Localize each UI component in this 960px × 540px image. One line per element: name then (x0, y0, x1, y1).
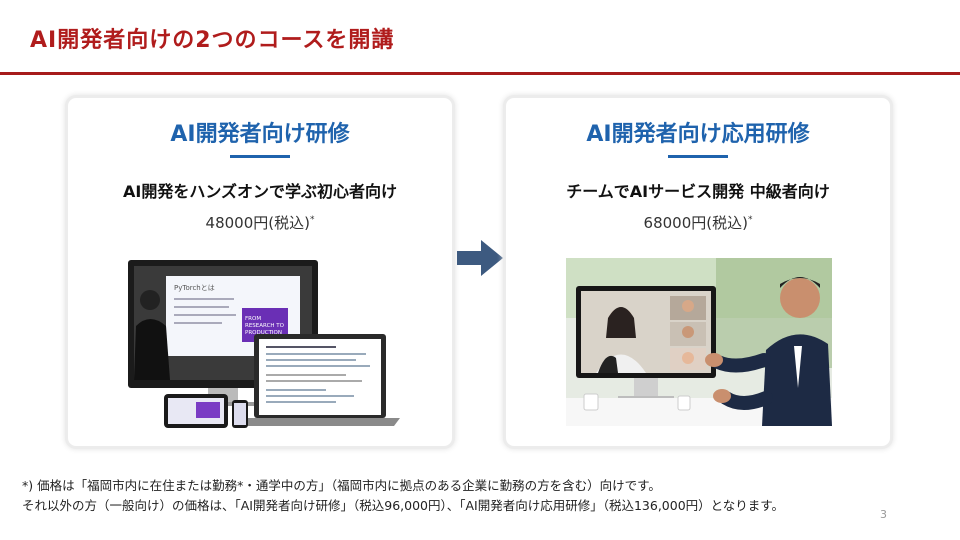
price-value: 68000円(税込) (643, 214, 748, 232)
page-title: AI開発者向けの2つのコースを開講 (30, 28, 395, 53)
course-price: 48000円(税込)* (68, 212, 452, 233)
slide-title: PyTorchとは (174, 284, 215, 292)
course-price: 68000円(税込)* (506, 212, 890, 233)
footnote-line-1: *) 価格は「福岡市内に在住または勤務*・通学中の方」（福岡市内に拠点のある企業… (22, 478, 661, 493)
course-card-advanced: AI開発者向け応用研修 チームでAIサービス開発 中級者向け 68000円(税込… (506, 98, 890, 446)
video-meeting-image (566, 258, 832, 426)
course-subtitle: チームでAIサービス開発 中級者向け (566, 182, 830, 201)
price-value: 48000円(税込) (205, 214, 310, 232)
footnote: *) 価格は「福岡市内に在住または勤務*・通学中の方」（福岡市内に拠点のある企業… (22, 476, 784, 516)
svg-text:PRODUCTION: PRODUCTION (245, 330, 282, 336)
devices-image: PyTorchとは FROM RESEARCH TO PRODUCTION (128, 260, 400, 428)
course-title: AI開発者向け研修 (170, 122, 350, 147)
svg-text:RESEARCH TO: RESEARCH TO (245, 323, 285, 329)
title-underline (230, 155, 290, 158)
footnote-line-2: それ以外の方（一般向け）の価格は、「AI開発者向け研修」（税込96,000円）、… (22, 498, 785, 513)
svg-text:FROM: FROM (245, 316, 261, 322)
course-card-basic: AI開発者向け研修 AI開発をハンズオンで学ぶ初心者向け 48000円(税込)*… (68, 98, 452, 446)
course-title: AI開発者向け応用研修 (586, 122, 810, 147)
title-underline (668, 155, 728, 158)
price-footnote-mark: * (747, 215, 753, 225)
price-footnote-mark: * (309, 215, 315, 225)
page-number: 3 (880, 508, 887, 521)
course-subtitle: AI開発をハンズオンで学ぶ初心者向け (122, 182, 398, 201)
title-divider (0, 72, 960, 75)
arrow-right-icon (457, 240, 503, 276)
